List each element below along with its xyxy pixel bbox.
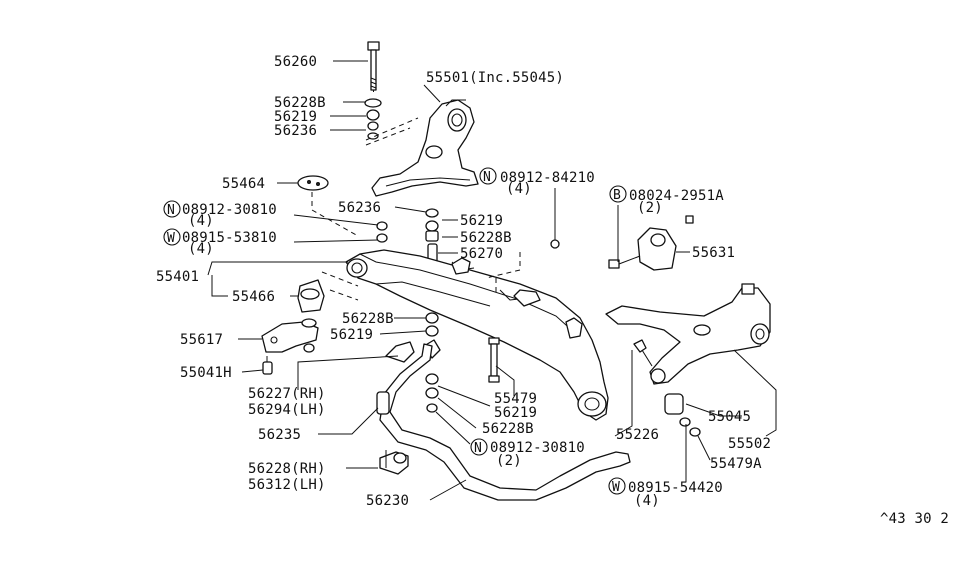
label-55464: 55464 (222, 176, 265, 192)
washer-stack-top-drawing (364, 98, 382, 140)
label-56228B-top: 56228B (274, 95, 326, 111)
lower-arm-55502-drawing (605, 283, 771, 385)
label-56228B-bot: 56228B (482, 421, 534, 437)
washers-55479A-drawing (679, 417, 701, 437)
bracket-55617-drawing (261, 318, 319, 353)
w-mark-08915-54420: W (608, 477, 626, 495)
b-mark-letter: B (613, 188, 621, 203)
n-mark-letter: N (167, 203, 175, 218)
mount-55466-drawing (297, 279, 325, 313)
label-56236-top: 56236 (274, 123, 317, 139)
label-55502: 55502 (728, 436, 771, 452)
n-mark-08912-30810-b: N (470, 438, 488, 456)
bolt-55226-drawing (633, 339, 653, 367)
label-56219-low: 56219 (330, 327, 373, 343)
bolt-56260-drawing (367, 41, 380, 92)
bolt-55479-drawing (488, 337, 500, 383)
label-55479: 55479 (494, 391, 537, 407)
label-56270: 56270 (460, 246, 503, 262)
clamp-56228-drawing (379, 450, 409, 475)
suspension-member-55401-drawing (345, 249, 609, 421)
n-mark-letter: N (483, 170, 491, 185)
label-08912-30810-b: 08912-30810 (490, 440, 585, 456)
label-56228-rh: 56228(RH) (248, 461, 326, 477)
n-mark-letter: N (474, 441, 482, 456)
label-08024-2951A: 08024-2951A (629, 188, 724, 204)
label-55617: 55617 (180, 332, 223, 348)
label-56219-mid: 56219 (460, 213, 503, 229)
b-mark-08024: B (609, 185, 627, 203)
label-56230: 56230 (366, 493, 409, 509)
w-mark-letter: W (612, 480, 620, 495)
label-08024-qty: (2) (637, 200, 663, 216)
upper-link-55501-drawing (371, 99, 479, 197)
label-56219-bot: 56219 (494, 405, 537, 421)
label-56228B-mid: 56228B (460, 230, 512, 246)
label-55479A: 55479A (710, 456, 762, 472)
washers-left-mid-drawing (376, 221, 388, 243)
label-55631: 55631 (692, 245, 735, 261)
label-08915-54420-qty: (4) (634, 493, 660, 509)
w-mark-letter: W (167, 231, 175, 246)
lower-washers-right-drawing (425, 373, 439, 413)
label-08912-84210-qty: (4) (506, 181, 532, 197)
label-08912-84210: 08912-84210 (500, 170, 595, 186)
label-56236-mid: 56236 (338, 200, 381, 216)
w-mark-08915-53810: W (163, 228, 181, 246)
label-56235: 56235 (258, 427, 301, 443)
label-08915-53810-qty: (4) (188, 241, 214, 257)
label-56228B-low: 56228B (342, 311, 394, 327)
label-08915-53810: 08915-53810 (182, 230, 277, 246)
label-56227-rh: 56227(RH) (248, 386, 326, 402)
label-08915-54420: 08915-54420 (628, 480, 723, 496)
label-55466: 55466 (232, 289, 275, 305)
pad-55464-drawing (297, 175, 329, 191)
label-55401: 55401 (156, 269, 199, 285)
n-mark-08912-30810-a: N (163, 200, 181, 218)
center-bush-stack-drawing (425, 208, 439, 265)
label-55226: 55226 (616, 427, 659, 443)
bracket-55631-drawing (608, 215, 694, 271)
link-56235-drawing (376, 391, 390, 415)
lower-bush-stack-drawing (425, 312, 439, 337)
label-55501: 55501(Inc.55045) (426, 70, 564, 86)
nut-55041H-drawing (262, 356, 273, 375)
stabilizer-bar-56230-drawing (379, 343, 631, 501)
label-56260: 56260 (274, 54, 317, 70)
label-56312-lh: 56312(LH) (248, 477, 326, 493)
label-08912-30810-b-qty: (2) (496, 453, 522, 469)
reference-code: ^43 30 2 (880, 511, 949, 527)
n-mark-08912-84210: N (479, 167, 497, 185)
label-56294-lh: 56294(LH) (248, 402, 326, 418)
label-56219-top: 56219 (274, 109, 317, 125)
bush-55045-drawing (664, 393, 684, 415)
label-08912-30810-a-qty: (4) (188, 213, 214, 229)
label-55041H: 55041H (180, 365, 232, 381)
label-08912-30810-a: 08912-30810 (182, 202, 277, 218)
label-55045: 55045 (708, 409, 751, 425)
leader-lines (207, 60, 777, 501)
